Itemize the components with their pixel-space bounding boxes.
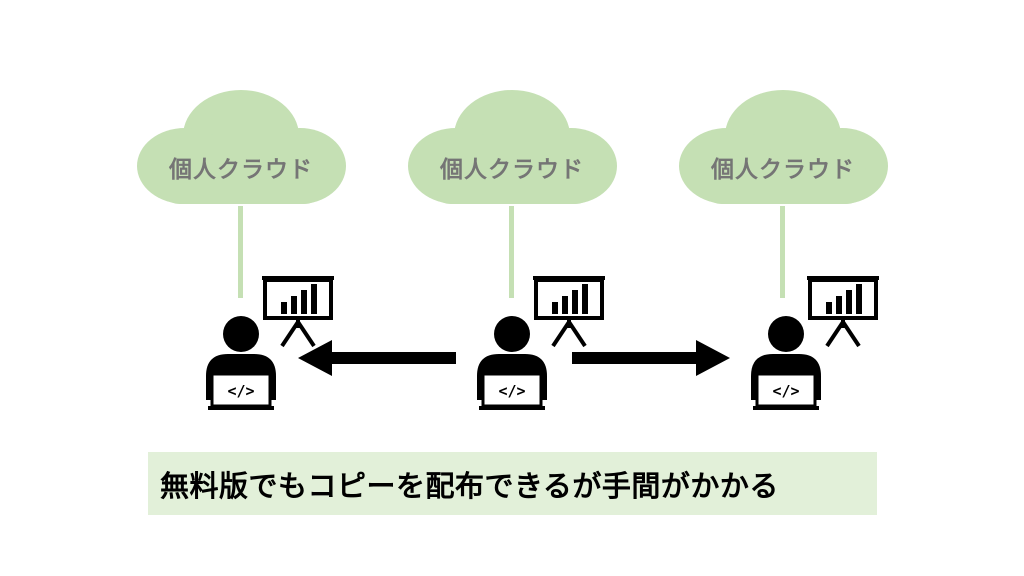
- arrow-right-icon: [572, 340, 730, 376]
- svg-text:</>: </>: [772, 382, 799, 400]
- connector-line-right: [780, 206, 785, 298]
- presentation-board-icon: [533, 276, 605, 348]
- caption-text: 無料版でもコピーを配布できるが手間がかかる: [160, 468, 779, 503]
- developer-person-icon: </>: [751, 316, 821, 410]
- personal-cloud-right: 個人クラウド: [677, 88, 889, 208]
- personal-cloud-left: 個人クラウド: [135, 88, 347, 208]
- personal-cloud-center: 個人クラウド: [406, 88, 618, 208]
- connector-line-center: [509, 206, 514, 298]
- developer-figure-left: </>: [196, 270, 346, 420]
- arrow-left-icon: [298, 340, 456, 376]
- cloud-label: 個人クラウド: [711, 157, 855, 183]
- cloud-icon: [408, 90, 617, 204]
- svg-text:</>: </>: [498, 382, 525, 400]
- connector-line-left: [238, 206, 243, 298]
- cloud-label: 個人クラウド: [440, 157, 584, 183]
- cloud-icon: [137, 90, 346, 204]
- developer-figure-right: </>: [741, 270, 891, 420]
- svg-text:</>: </>: [227, 382, 254, 400]
- developer-figure-center: </>: [467, 270, 617, 420]
- developer-person-icon: </>: [477, 316, 547, 410]
- cloud-label: 個人クラウド: [169, 157, 313, 183]
- cloud-icon: [679, 90, 888, 204]
- developer-person-icon: </>: [206, 316, 276, 410]
- presentation-board-icon: [807, 276, 879, 348]
- caption-box: 無料版でもコピーを配布できるが手間がかかる: [148, 452, 877, 515]
- presentation-board-icon: [262, 276, 334, 348]
